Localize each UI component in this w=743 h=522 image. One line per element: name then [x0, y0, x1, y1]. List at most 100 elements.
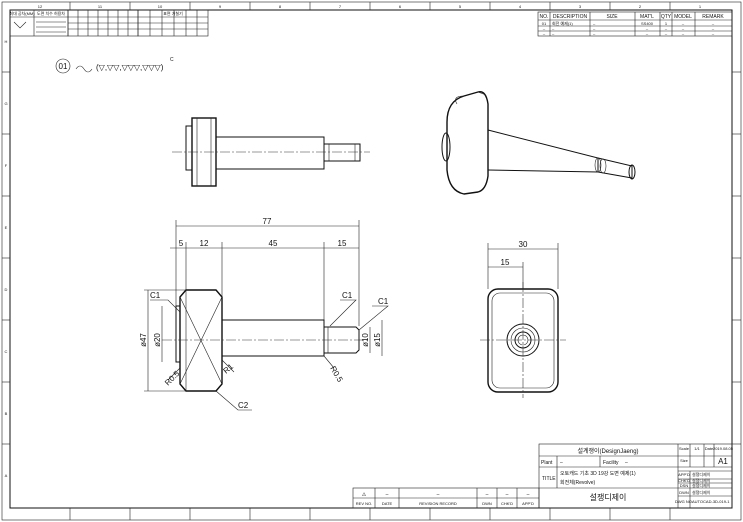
date-value: 2019.08.05 [713, 446, 734, 451]
parts-cell: 01 [542, 21, 547, 26]
sign-value: 설쟁디제이 [692, 482, 711, 488]
sign-value: 설쟁디제이 [692, 471, 711, 477]
label-chamfer-3: C1 [378, 297, 389, 306]
rev-cell: – [386, 492, 389, 498]
parts-header: SIZE [606, 14, 618, 20]
dim-boss-dia: ø20 [153, 333, 162, 347]
section-view: 77 5 12 45 15 ø47 ø20 ø10 ø15 C1 C1 C1 C… [139, 217, 389, 411]
zone-col: 2 [639, 4, 642, 9]
wave-symbol-icon [75, 65, 93, 73]
parts-cell: – [646, 26, 649, 31]
dwg-number: AUTOCAD-3D-019-1 [692, 499, 730, 504]
rev-header: DWN [482, 501, 492, 506]
dim-pin-dia-outer: ø15 [373, 333, 382, 347]
zone-col: 7 [339, 4, 342, 9]
parts-cell: – [682, 26, 685, 31]
tolerance-header: 최대 공차(MM) [9, 10, 35, 16]
title-label: TITLE [542, 476, 556, 482]
label-chamfer-2: C1 [342, 291, 353, 300]
parts-cell: – [646, 31, 649, 36]
zone-row: C [5, 349, 8, 354]
parts-cell: – [712, 26, 715, 31]
title-block [538, 443, 733, 509]
zone-col: 1 [699, 4, 702, 9]
rev-header: CHK'D [501, 501, 513, 506]
label-chamfer-4: C2 [238, 401, 249, 410]
sign-label: DSN [680, 483, 689, 488]
zone-col: 3 [579, 4, 582, 9]
rev-cell: – [506, 492, 509, 498]
zone-col: 12 [38, 4, 43, 9]
rev-cell: ⚠ [362, 492, 367, 498]
parts-cell: – [593, 26, 596, 31]
dim-side-half: 15 [501, 258, 510, 267]
zone-col: 6 [399, 4, 402, 9]
sign-label: APP'D [678, 472, 690, 477]
brand-name: 설쟁디제이 [590, 492, 627, 502]
inner-border [9, 9, 733, 509]
parts-cell: SS400 [641, 21, 654, 26]
rev-header: APP'D [522, 501, 534, 506]
dim-neck: 12 [200, 239, 209, 248]
rev-cell: – [527, 492, 530, 498]
roughness-callout: 01 (▽,▽▽,▽▽▽,▽▽▽) C [55, 57, 174, 74]
iso-head [446, 91, 489, 195]
pin-outline [323, 143, 361, 162]
label-radius-1: R0.5 [163, 369, 182, 388]
sign-label: DWG NO. [675, 499, 693, 504]
surface-roughness-table [137, 9, 209, 37]
parts-cell: – [665, 31, 668, 36]
zone-row: B [5, 411, 8, 416]
tolerance-header: 도면 치수 허용차 [37, 10, 65, 16]
parts-cell: – [552, 26, 555, 31]
dim-head-thickness: 5 [179, 239, 184, 248]
dim-pin-dia: ø10 [361, 333, 370, 347]
zone-row: D [5, 287, 8, 292]
callout-number: 01 [59, 62, 68, 71]
parts-list: NO. DESCRIPTION SIZE MAT'L QTY MODEL REM… [537, 11, 733, 37]
sign-label: DWN [679, 490, 689, 495]
projection-icon [13, 21, 27, 29]
size-label: Size [680, 458, 689, 463]
parts-cell: – [712, 31, 715, 36]
zone-row: H [5, 39, 8, 44]
boss-outline [185, 125, 193, 171]
zone-col: 10 [158, 4, 163, 9]
roughness-legend: (▽,▽▽,▽▽▽,▽▽▽) [96, 63, 164, 72]
side-view: 30 15 [480, 240, 566, 398]
rev-cell: – [486, 492, 489, 498]
roughness-legend-mark: C [170, 57, 174, 63]
callout-circle [55, 58, 71, 74]
title-line-1: 오토캐드 기초 3D 19강 도면 예제(1) [560, 470, 636, 477]
zone-col: 5 [459, 4, 462, 9]
dim-shaft-length: 45 [269, 239, 278, 248]
sign-value: 설쟁디제이 [692, 477, 711, 483]
scale-label: Scale [679, 446, 690, 451]
section-shaft [221, 319, 325, 357]
rev-header: DATE [382, 501, 393, 506]
parts-cell: – [593, 21, 596, 26]
parts-cell: – [712, 21, 715, 26]
parts-cell: – [552, 31, 555, 36]
parts-cell: 회전 예제(1) [552, 20, 573, 26]
facility-label: Facility [603, 460, 619, 466]
parts-cell: 1 [665, 21, 668, 26]
zone-col: 4 [519, 4, 522, 9]
tolerance-table: 최대 공차(MM) 도면 치수 허용차 [9, 9, 69, 37]
facility-value: – [625, 460, 628, 466]
dim-side-width: 30 [519, 240, 528, 249]
iso-shaft [487, 129, 599, 173]
rev-header: REVISION RECORD [419, 501, 457, 506]
iso-pin [597, 157, 633, 179]
front-view-top [172, 117, 370, 187]
size-value: A1 [718, 457, 728, 466]
parts-cell: – [543, 26, 546, 31]
parts-cell: – [682, 21, 685, 26]
general-tolerance-grid [67, 9, 139, 37]
label-chamfer-1: C1 [150, 291, 161, 300]
date-label: Date [705, 446, 714, 451]
parts-header: DESCRIPTION [553, 14, 588, 20]
